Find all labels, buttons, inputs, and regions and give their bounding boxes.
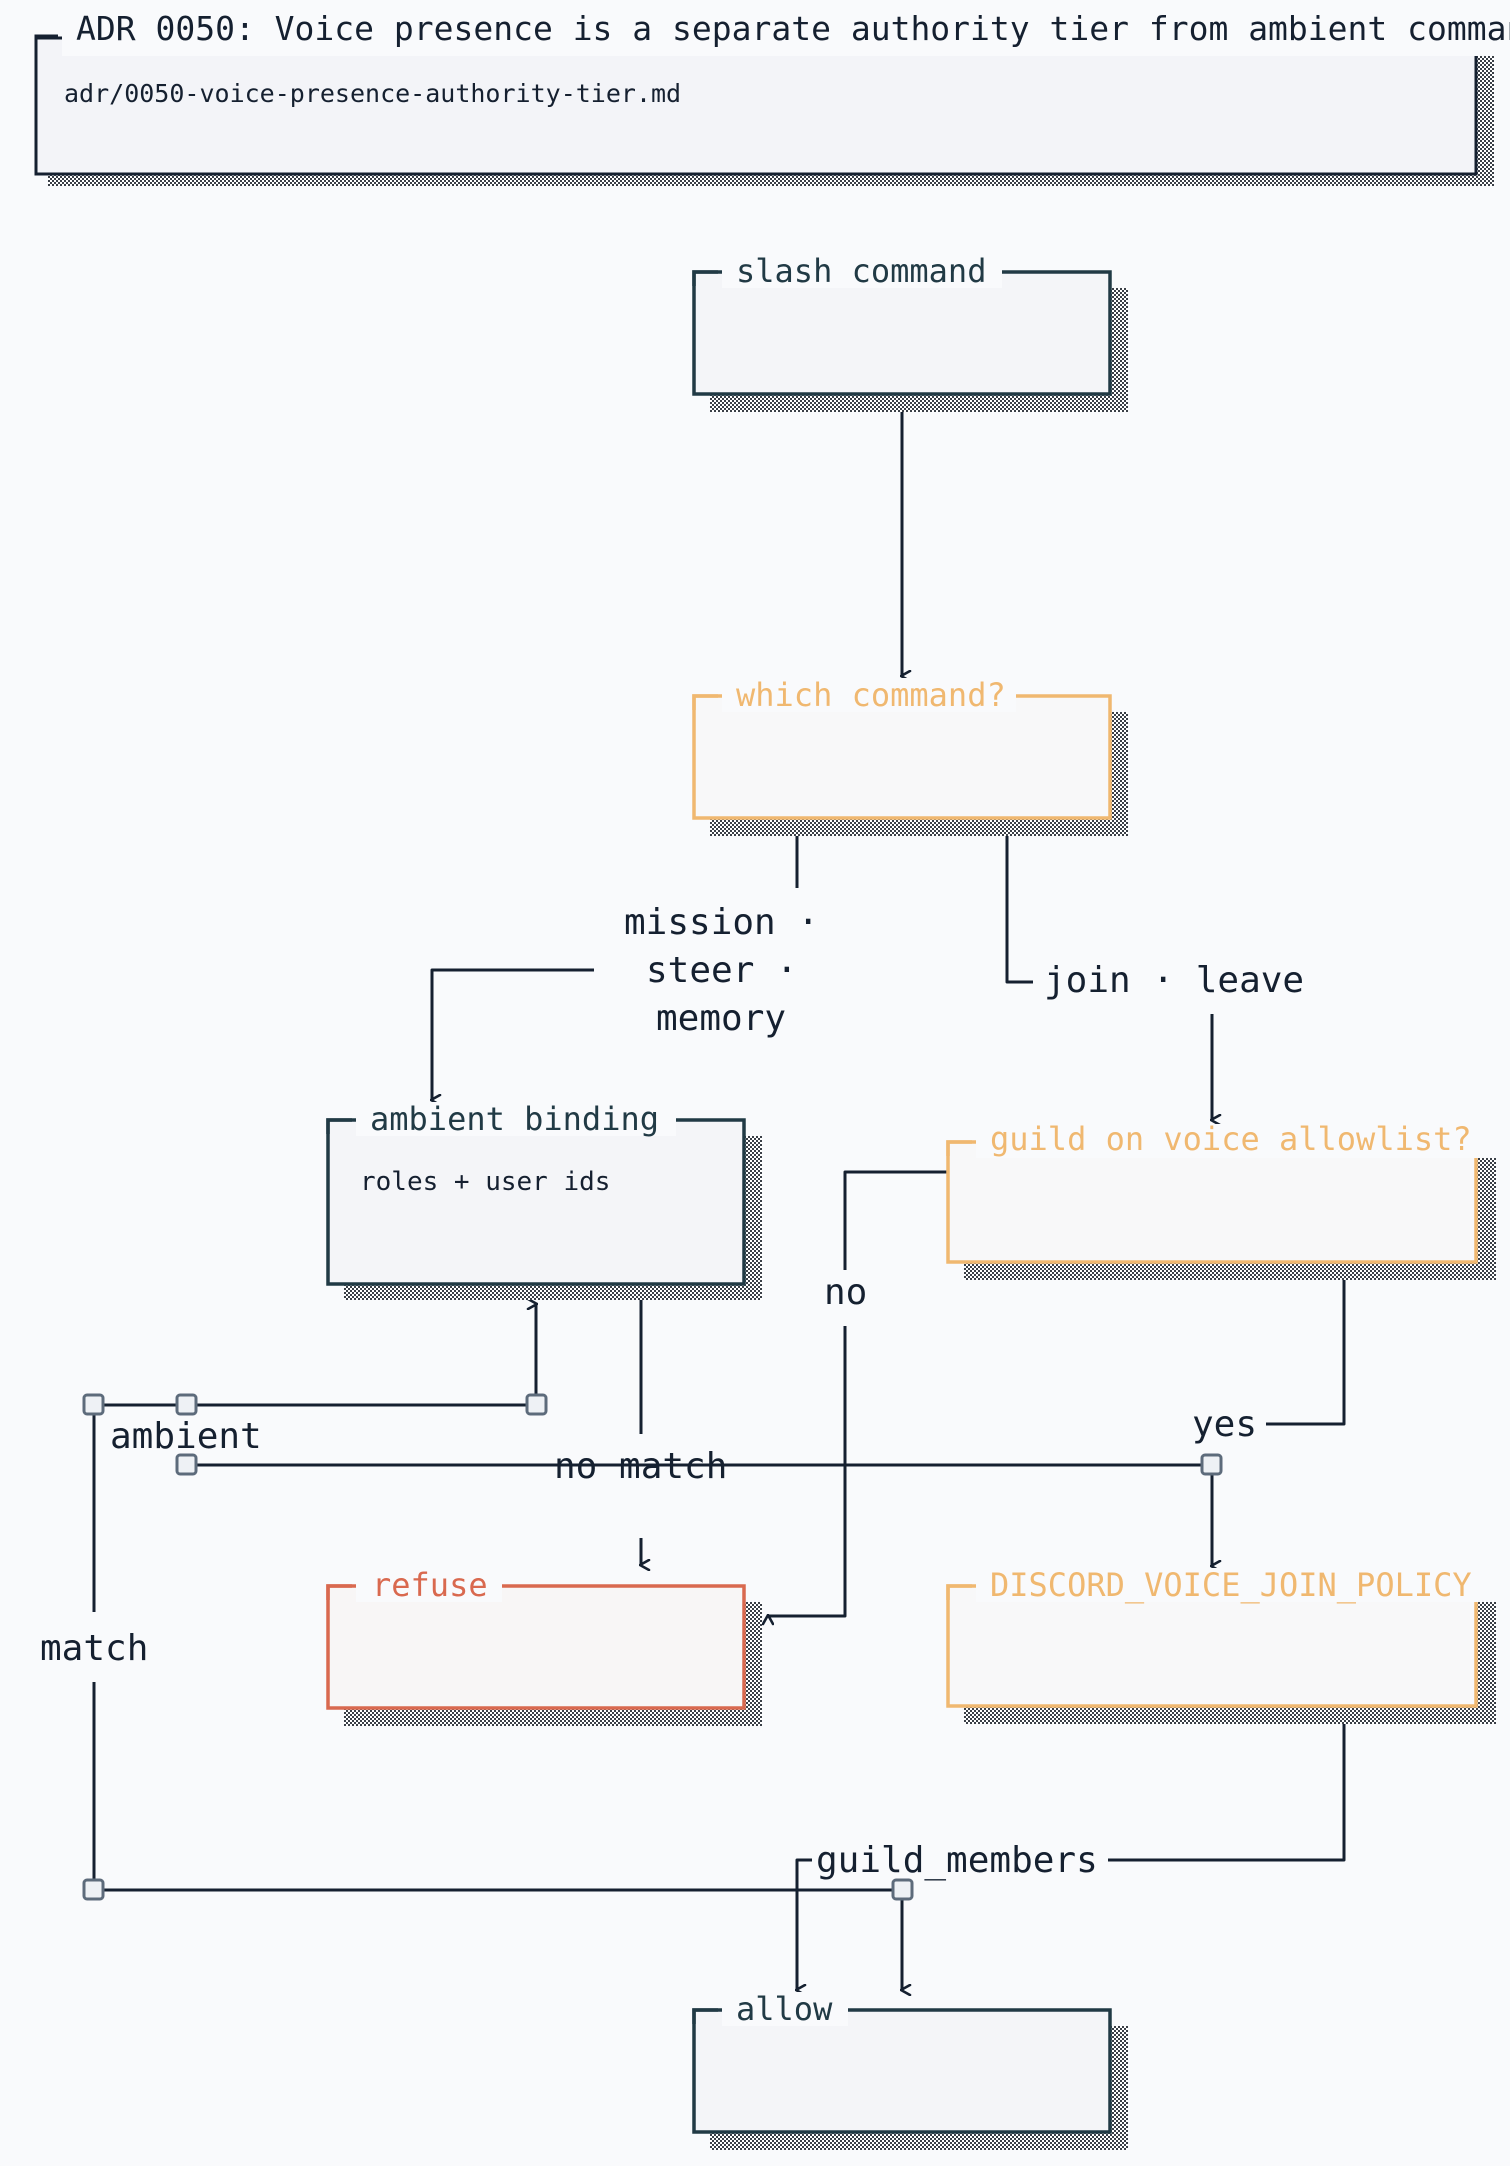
node-label: DISCORD_VOICE_JOIN_POLICY	[990, 1566, 1472, 1604]
edge-label-no-match: no match	[554, 1446, 727, 1487]
edges	[92, 396, 1346, 1990]
node-body: roles + user ids	[360, 1167, 610, 1197]
node-label: ambient binding	[370, 1100, 659, 1138]
node-refuse[interactable]: refuse	[326, 1566, 762, 1726]
edge-label-mission-3: memory	[656, 998, 786, 1039]
connector-handles	[82, 1393, 1223, 1901]
node-frame	[946, 1140, 1478, 1264]
edge-label-ambient: ambient	[110, 1416, 262, 1457]
node-allow[interactable]: allow	[692, 1990, 1128, 2150]
edge-mission-to-ambient	[432, 968, 594, 1100]
edge-label-yes: yes	[1192, 1404, 1257, 1445]
edge-no-to-refuse	[768, 1326, 847, 1616]
node-label: allow	[736, 1990, 833, 2028]
edge-label-no: no	[824, 1272, 867, 1313]
node-label: refuse	[372, 1566, 488, 1604]
node-frame	[326, 1118, 746, 1286]
node-join-policy[interactable]: DISCORD_VOICE_JOIN_POLICY	[946, 1566, 1510, 1724]
node-frame	[692, 694, 1112, 820]
edge-label-join-leave: join · leave	[1044, 960, 1304, 1001]
handle-ambient-cross-right[interactable]	[1200, 1453, 1223, 1476]
edge-label-match: match	[40, 1628, 148, 1669]
node-ambient-binding[interactable]: ambient binding roles + user ids	[326, 1100, 762, 1300]
node-slash-command[interactable]: slash command	[692, 252, 1128, 412]
edge-gm-to-allow	[797, 1858, 812, 1990]
edge-label-mission-2: steer ·	[646, 950, 798, 991]
edge-allowlist-no-a	[843, 1170, 947, 1270]
node-label: which command?	[736, 676, 1006, 714]
adr-header: ADR 0050: Voice presence is a separate a…	[34, 9, 1510, 186]
edge-label-guild-members: guild_members	[816, 1840, 1098, 1881]
node-label: slash command	[736, 252, 986, 290]
node-frame	[692, 2008, 1112, 2134]
handle-match-top[interactable]	[82, 1393, 105, 1416]
handle-ambient-cross-left[interactable]	[175, 1453, 198, 1476]
edge-labels: mission · steer · memory join · leave no…	[40, 902, 1304, 1881]
node-frame	[692, 270, 1112, 396]
handle-match-bottom[interactable]	[82, 1878, 105, 1901]
edge-ambient-loop	[94, 1304, 536, 1407]
node-guild-allowlist[interactable]: guild on voice allowlist?	[946, 1120, 1510, 1280]
edge-policy-gm-a	[1108, 1708, 1346, 1862]
edge-match-to-allow	[92, 1682, 902, 1990]
node-which-command[interactable]: which command?	[692, 676, 1128, 836]
adr-title: ADR 0050: Voice presence is a separate a…	[76, 9, 1510, 48]
handle-ambient-binding[interactable]	[525, 1393, 548, 1416]
adr-file-path: adr/0050-voice-presence-authority-tier.m…	[64, 79, 681, 108]
edge-which-join-a	[1005, 818, 1033, 984]
node-frame	[946, 1584, 1478, 1708]
node-label: guild on voice allowlist?	[990, 1120, 1472, 1158]
handle-allow[interactable]	[891, 1878, 914, 1901]
header-frame	[34, 36, 1478, 176]
handle-ambient-top[interactable]	[175, 1393, 198, 1416]
node-frame	[326, 1584, 746, 1710]
edge-label-mission-1: mission ·	[624, 902, 819, 943]
edge-allowlist-yes-a	[1266, 1262, 1346, 1426]
